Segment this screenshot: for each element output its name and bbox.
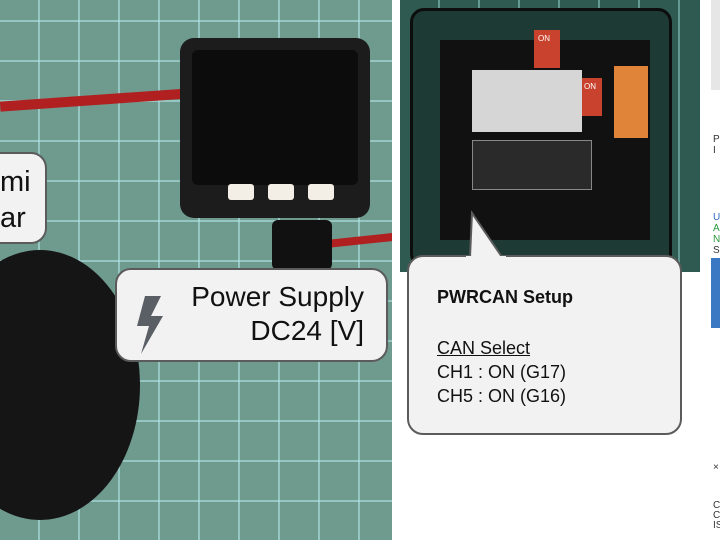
can-select-heading: CAN Select [437, 338, 531, 358]
dip-switch: ON [580, 78, 602, 116]
text-fragment: I [713, 145, 716, 156]
right-slide-banner [711, 258, 720, 328]
right-slide-image [711, 0, 720, 90]
text-fragment: P [713, 134, 720, 145]
pin-header [472, 140, 592, 190]
text-fragment: A [713, 223, 720, 234]
callout-text: mi [0, 166, 31, 198]
pwrcan-board-photo: ON ON [400, 0, 700, 272]
text-fragment: × [713, 462, 719, 473]
pin-map [472, 70, 582, 132]
ch1-setting: CH1 : ON (G17) [437, 362, 567, 382]
text-fragment: IS [713, 520, 720, 531]
text-fragment: C [713, 510, 720, 521]
power-voltage: DC24 [V] [250, 315, 364, 346]
power-title: Power Supply [191, 281, 364, 312]
red-cable [0, 88, 191, 112]
text-fragment: U [713, 212, 720, 223]
callout-tail [466, 209, 506, 260]
terminal-block [614, 66, 648, 138]
callout-text: ar [0, 202, 26, 234]
text-fragment: N [713, 234, 720, 245]
dip-switch: ON [534, 30, 560, 68]
power-connector [272, 220, 332, 270]
left-callout: mi ar [0, 152, 47, 244]
controller-device [180, 38, 370, 218]
power-supply-callout: Power Supply DC24 [V] [115, 268, 388, 362]
lightning-bolt-icon [137, 296, 163, 354]
text-fragment: S [713, 245, 720, 256]
ch5-setting: CH5 : ON (G16) [437, 386, 567, 406]
pwrcan-setup-callout: PWRCAN Setup CAN Select CH1 : ON (G17) C… [407, 255, 682, 435]
text-fragment: C [713, 500, 720, 511]
setup-title: PWRCAN Setup [437, 287, 573, 307]
